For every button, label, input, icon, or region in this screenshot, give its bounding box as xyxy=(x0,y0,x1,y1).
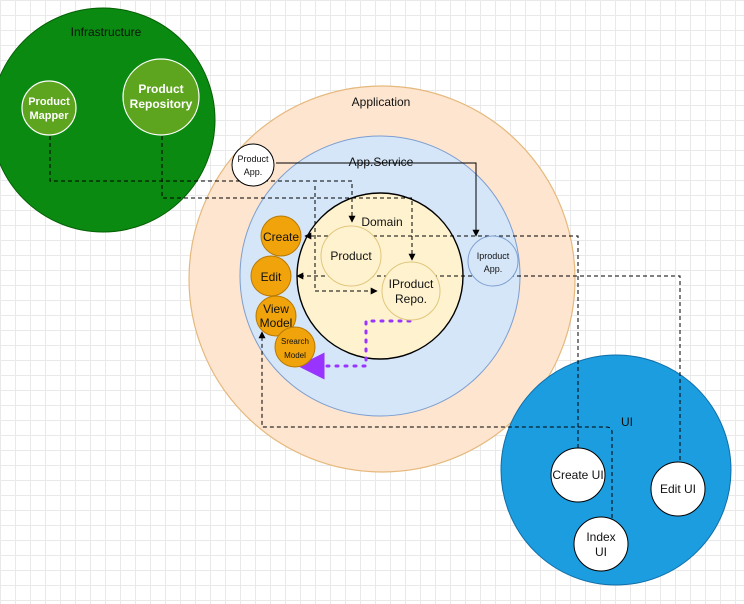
node-index-ui[interactable]: Index UI xyxy=(573,516,629,572)
node-iproduct-repo[interactable]: IProduct Repo. xyxy=(381,261,441,321)
infrastructure-label: Infrastructure xyxy=(71,25,142,39)
create-ui-label: Create UI xyxy=(552,468,603,482)
node-view-model[interactable]: View Model xyxy=(255,295,297,337)
domain-label: Domain xyxy=(361,215,402,229)
node-search-model[interactable]: Srearch Model xyxy=(274,326,316,368)
search-model-line1: Srearch xyxy=(281,337,309,346)
product-app-line2: App. xyxy=(244,167,263,177)
product-app-line1: Product xyxy=(237,154,269,164)
connector-productapp-to-iproductapp xyxy=(276,162,480,237)
node-product-repository[interactable]: Product Repository xyxy=(122,58,200,136)
product-mapper-line1: Product xyxy=(28,96,70,108)
connectors xyxy=(49,136,681,518)
connector-indexui-to-viewmodel xyxy=(258,331,613,518)
view-model-line2: Model xyxy=(260,316,293,330)
create-label: Create xyxy=(263,230,299,244)
node-product-mapper[interactable]: Product Mapper xyxy=(21,80,77,136)
product-repository-line1: Product xyxy=(138,82,183,96)
iproduct-app-line1: Iproduct xyxy=(477,251,510,261)
node-create[interactable]: Create xyxy=(260,215,302,257)
ui-label: UI xyxy=(621,415,633,429)
product-repository-line2: Repository xyxy=(130,97,193,111)
iproduct-app-line2: App. xyxy=(484,264,503,274)
view-model-line1: View xyxy=(263,302,289,316)
product-label: Product xyxy=(330,249,372,263)
edit-ui-label: Edit UI xyxy=(660,482,696,496)
node-edit-ui[interactable]: Edit UI xyxy=(650,461,706,517)
connector-dotted-accent xyxy=(297,319,412,380)
node-create-ui[interactable]: Create UI xyxy=(550,447,606,503)
product-mapper-line2: Mapper xyxy=(29,110,69,122)
connector-editui-to-edit xyxy=(296,272,681,467)
connector-repository-to-irepo xyxy=(161,136,416,261)
node-product-app[interactable]: Product App. xyxy=(231,143,275,187)
node-product[interactable]: Product xyxy=(320,225,382,287)
application-label: Application xyxy=(352,95,411,109)
iproduct-repo-line2: Repo. xyxy=(395,292,427,306)
edit-label: Edit xyxy=(261,270,282,284)
app-service-label: App.Service xyxy=(349,155,414,169)
ui-region xyxy=(500,354,732,586)
search-model-line2: Model xyxy=(284,351,306,360)
connector-mapper-to-product xyxy=(49,136,356,223)
index-ui-line2: UI xyxy=(595,545,607,559)
connector-createui-to-create xyxy=(304,232,579,455)
node-iproduct-app[interactable]: Iproduct App. xyxy=(467,235,519,287)
index-ui-line1: Index xyxy=(586,530,615,544)
connector-app-to-irepo xyxy=(314,186,378,295)
node-edit[interactable]: Edit xyxy=(250,255,292,297)
iproduct-repo-line1: IProduct xyxy=(389,277,434,291)
